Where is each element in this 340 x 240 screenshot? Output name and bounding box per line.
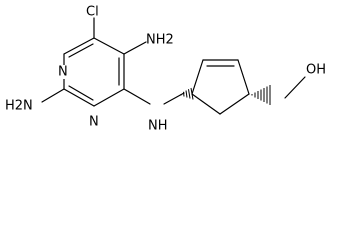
hash-mark xyxy=(183,91,185,97)
hash-mark xyxy=(188,89,191,99)
bond-c6-c5 xyxy=(93,37,125,55)
bond-c5-nh2 xyxy=(123,41,147,55)
linker-nh-label: NH xyxy=(148,119,168,134)
bond-c4-nh xyxy=(123,88,151,105)
hydroxyl-label: OH xyxy=(306,63,326,78)
bond-c4-n3 xyxy=(93,88,125,107)
bond-n3-c2-inner xyxy=(68,85,94,101)
ring-nitrogen-bottom-bg xyxy=(87,115,101,129)
molecule-drawing: Cl NH2 N N H2N NH OH xyxy=(5,5,326,134)
ring-nitrogen-left-bg xyxy=(56,65,70,79)
bond-c2-nh2 xyxy=(41,88,65,103)
ring-nitrogen-bottom-label: N xyxy=(89,115,99,130)
bond-n3-c2 xyxy=(63,88,95,107)
pyrimidine-ring xyxy=(63,37,125,107)
bond-n1-c6 xyxy=(63,37,95,55)
bond-c5-c1 xyxy=(191,93,221,115)
bond-c4-c5 xyxy=(219,93,250,115)
ring-nitrogen-left-label: N xyxy=(58,65,68,80)
bond-n1-c6-inner xyxy=(68,43,94,58)
cyclopentene-ring xyxy=(191,59,250,115)
amino-group-top-label: NH2 xyxy=(146,33,174,48)
bond-c1-c2 xyxy=(191,59,204,95)
atom-labels: Cl NH2 N N H2N NH OH xyxy=(5,5,326,134)
substituent-bonds xyxy=(41,17,185,105)
chlorine-label: Cl xyxy=(86,5,99,20)
amino-group-left-label: H2N xyxy=(5,99,33,114)
hash-mark xyxy=(185,90,188,98)
stereo-hash-wedge-right xyxy=(251,85,271,105)
bond-ch2-oh xyxy=(284,76,306,99)
bond-c3-c4 xyxy=(237,59,250,95)
chemical-structure-figure: Cl NH2 N N H2N NH OH xyxy=(5,5,326,134)
